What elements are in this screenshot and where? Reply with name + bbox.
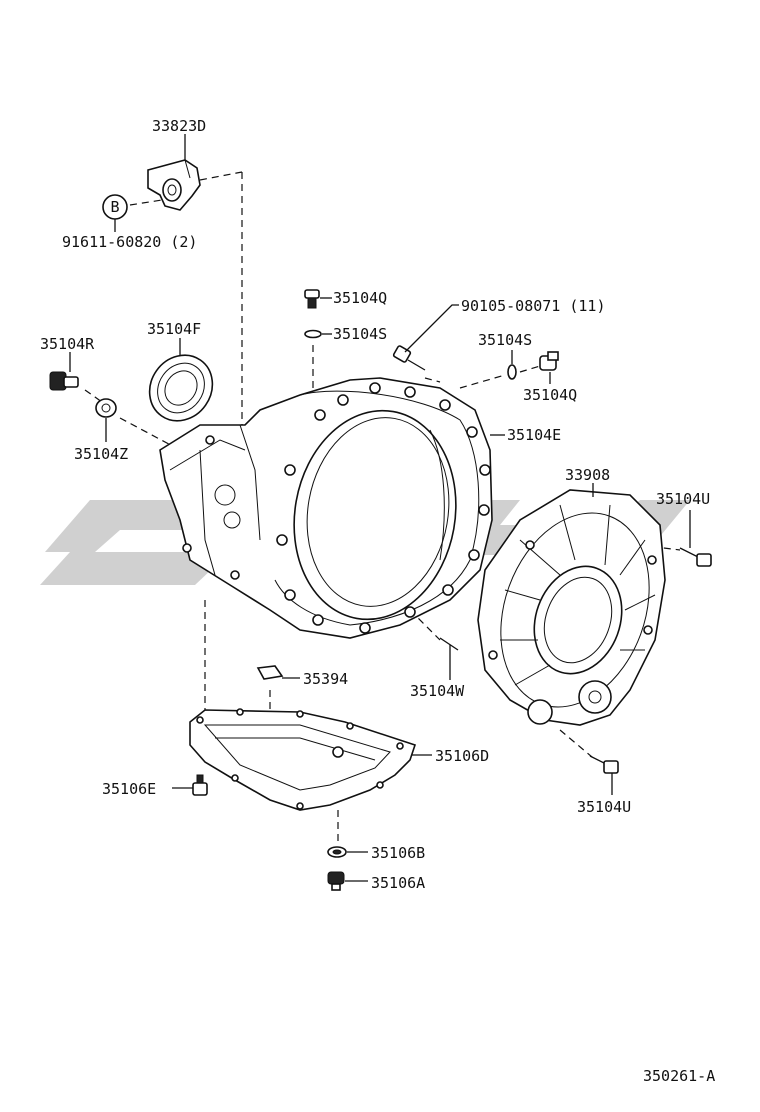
bracket-33823D [147,159,201,211]
label-35104Q-right: 35104Q [523,386,577,404]
oring-35104S-right [507,364,517,380]
label-35104U-top: 35104U [656,490,710,508]
label-35106B: 35106B [371,844,425,862]
gasket-35106B [327,846,347,858]
label-33823D: 33823D [152,117,206,135]
magnet-35394 [256,665,284,680]
label-35104U-bottom: 35104U [577,798,631,816]
washer-35104Z [95,398,117,418]
label-33908: 33908 [565,466,610,484]
label-35104Q-top: 35104Q [333,289,387,307]
label-35394: 35394 [303,670,348,688]
bolt-35104U-bottom [589,755,619,774]
pin-35104W [439,637,459,651]
extension-cover-33908 [477,489,666,726]
label-35104S-right: 35104S [478,331,532,349]
oil-pan-35106D [189,708,417,811]
label-91611-60820: 91611-60820 (2) [62,233,197,251]
label-35106D: 35106D [435,747,489,765]
label-35104Z: 35104Z [74,445,128,463]
transmission-case-35104E [159,377,493,639]
drain-plug-35106A [327,871,345,891]
label-35104E: 35104E [507,426,561,444]
callout-labels: 33823D 91611-60820 (2) 35104Q 35104S 901… [40,117,715,1085]
figure-number: 350261-A [643,1067,715,1085]
label-35104R: 35104R [40,335,95,353]
plug-35104Q-top [304,289,320,309]
plug-35104R [49,371,79,391]
bolt-90105 [392,345,426,371]
label-35106A: 35106A [371,874,425,892]
b-reference-label: B [110,198,119,216]
oil-seal-35104F [148,354,214,422]
oring-35104S-top [304,329,322,339]
leader-lines [69,134,691,882]
label-35104S-top: 35104S [333,325,387,343]
bolt-35104U-top [679,547,712,567]
b-reference-circle: B [102,194,128,220]
label-35104F: 35104F [147,320,201,338]
label-90105-08071: 90105-08071 (11) [461,297,606,315]
label-35106E: 35106E [102,780,156,798]
drain-plug-35106E [192,774,208,796]
plug-35104Q-right [539,351,559,371]
label-35104W: 35104W [410,682,465,700]
